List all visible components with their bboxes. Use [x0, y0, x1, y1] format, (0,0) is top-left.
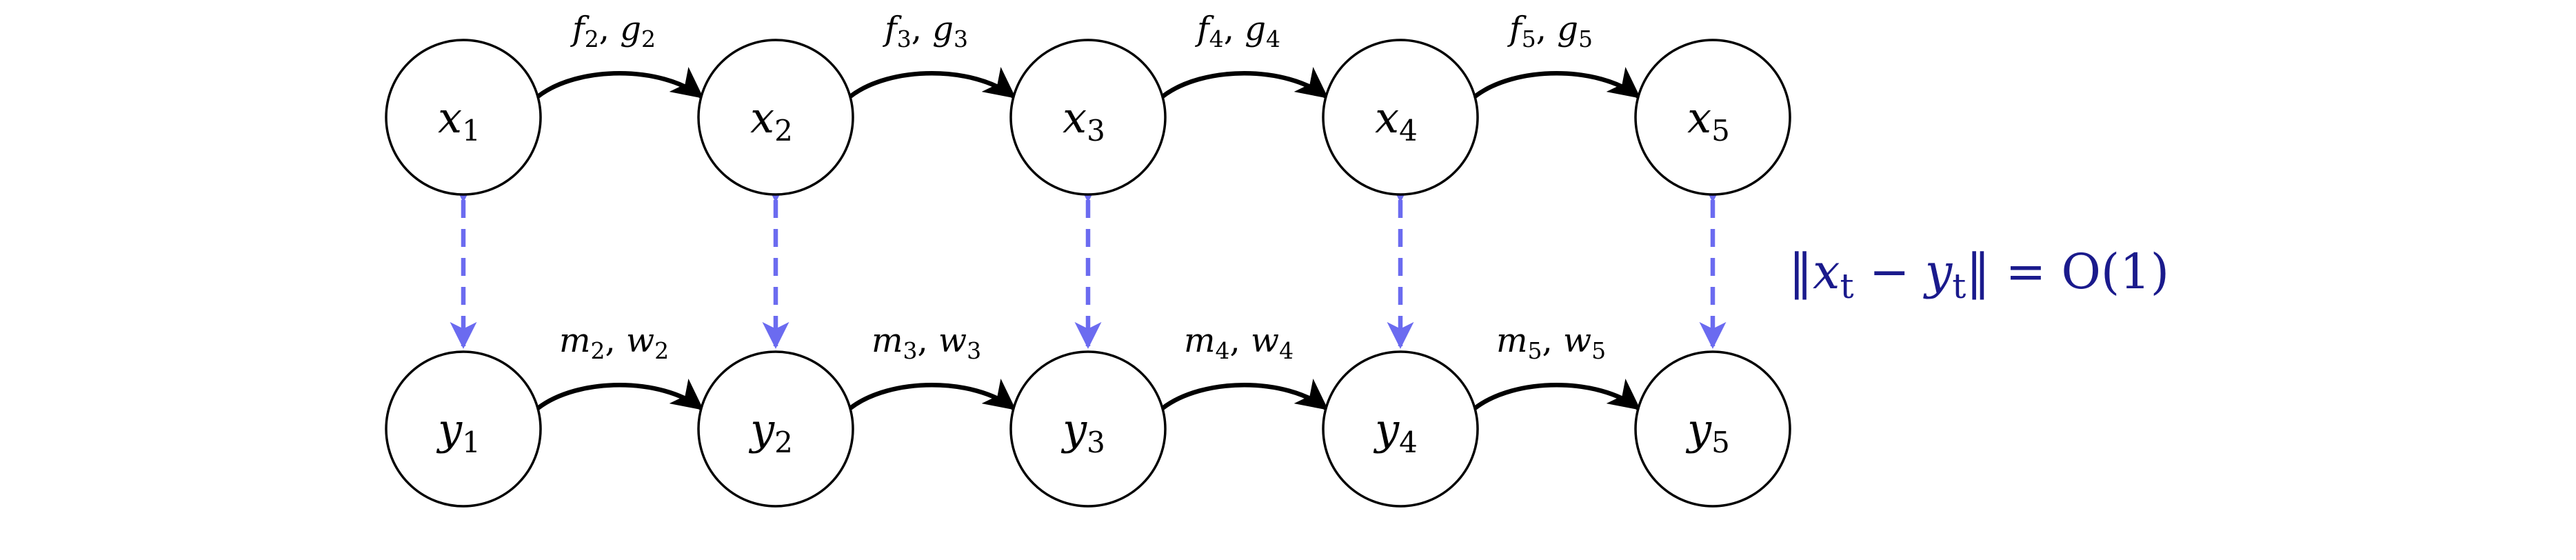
bottom-edge-4: [1161, 379, 1329, 410]
x-node-3: x3: [1009, 39, 1167, 196]
bottom-edge-label-4: m4, w4: [1184, 321, 1294, 364]
y-node-label: y2: [748, 404, 793, 459]
top-edge-5: [1473, 67, 1641, 99]
bottom-edge-label-5: m5, w5: [1496, 321, 1606, 364]
x-node-label: x2: [750, 92, 793, 148]
x-node-label: x3: [1063, 92, 1105, 148]
y-node-4: y4: [1322, 350, 1479, 508]
x-node-label: x4: [1375, 92, 1418, 148]
top-edge-label-2: f2, g2: [570, 10, 656, 52]
y-node-label: y4: [1373, 404, 1418, 459]
y-node-5: y5: [1634, 350, 1791, 508]
top-edge-label-3: f3, g3: [883, 10, 968, 52]
x-node-circle: [1009, 39, 1167, 196]
top-edge-label-4: f4, g4: [1195, 10, 1280, 52]
y-node-circle: [1322, 350, 1479, 508]
nodes: x1 x2 x3 x4 x5 y1 y2 y3 y4 y5: [385, 39, 1791, 508]
y-node-circle: [385, 350, 542, 508]
edge-labels: f2, g2 f3, g3 f4, g4 f5, g5 m2, w2 m3, w3 m4, …: [559, 10, 1606, 364]
x-node-circle: [1634, 39, 1791, 196]
edges: [536, 67, 1641, 410]
bottom-edge-label-2: m2, w2: [559, 321, 669, 364]
y-node-circle: [697, 350, 854, 508]
bottom-edge-3: [849, 379, 1016, 410]
distance-annotation: ‖xt − yt‖ = O(1): [1789, 243, 2169, 306]
bottom-edge-5: [1473, 379, 1641, 410]
x-node-circle: [385, 39, 542, 196]
x-node-circle: [697, 39, 854, 196]
y-node-circle: [1634, 350, 1791, 508]
y-node-label: y5: [1685, 404, 1730, 459]
x-node-5: x5: [1634, 39, 1791, 196]
y-node-label: y3: [1060, 404, 1105, 459]
top-edge-3: [849, 67, 1016, 99]
bottom-edge-2: [536, 379, 704, 410]
x-node-2: x2: [697, 39, 854, 196]
y-node-2: y2: [697, 350, 854, 508]
top-edge-2: [536, 67, 704, 99]
x-node-label: x1: [438, 92, 481, 148]
x-node-circle: [1322, 39, 1479, 196]
links: [450, 175, 1727, 349]
y-node-3: y3: [1009, 350, 1167, 508]
top-edge-label-5: f5, g5: [1507, 10, 1593, 52]
y-node-1: y1: [385, 350, 542, 508]
x-node-1: x1: [385, 39, 542, 196]
y-node-label: y1: [436, 404, 481, 459]
top-edge-4: [1161, 67, 1329, 99]
y-node-circle: [1009, 350, 1167, 508]
bottom-edge-label-3: m3, w3: [872, 321, 981, 364]
x-node-label: x5: [1687, 92, 1730, 148]
x-node-4: x4: [1322, 39, 1479, 196]
